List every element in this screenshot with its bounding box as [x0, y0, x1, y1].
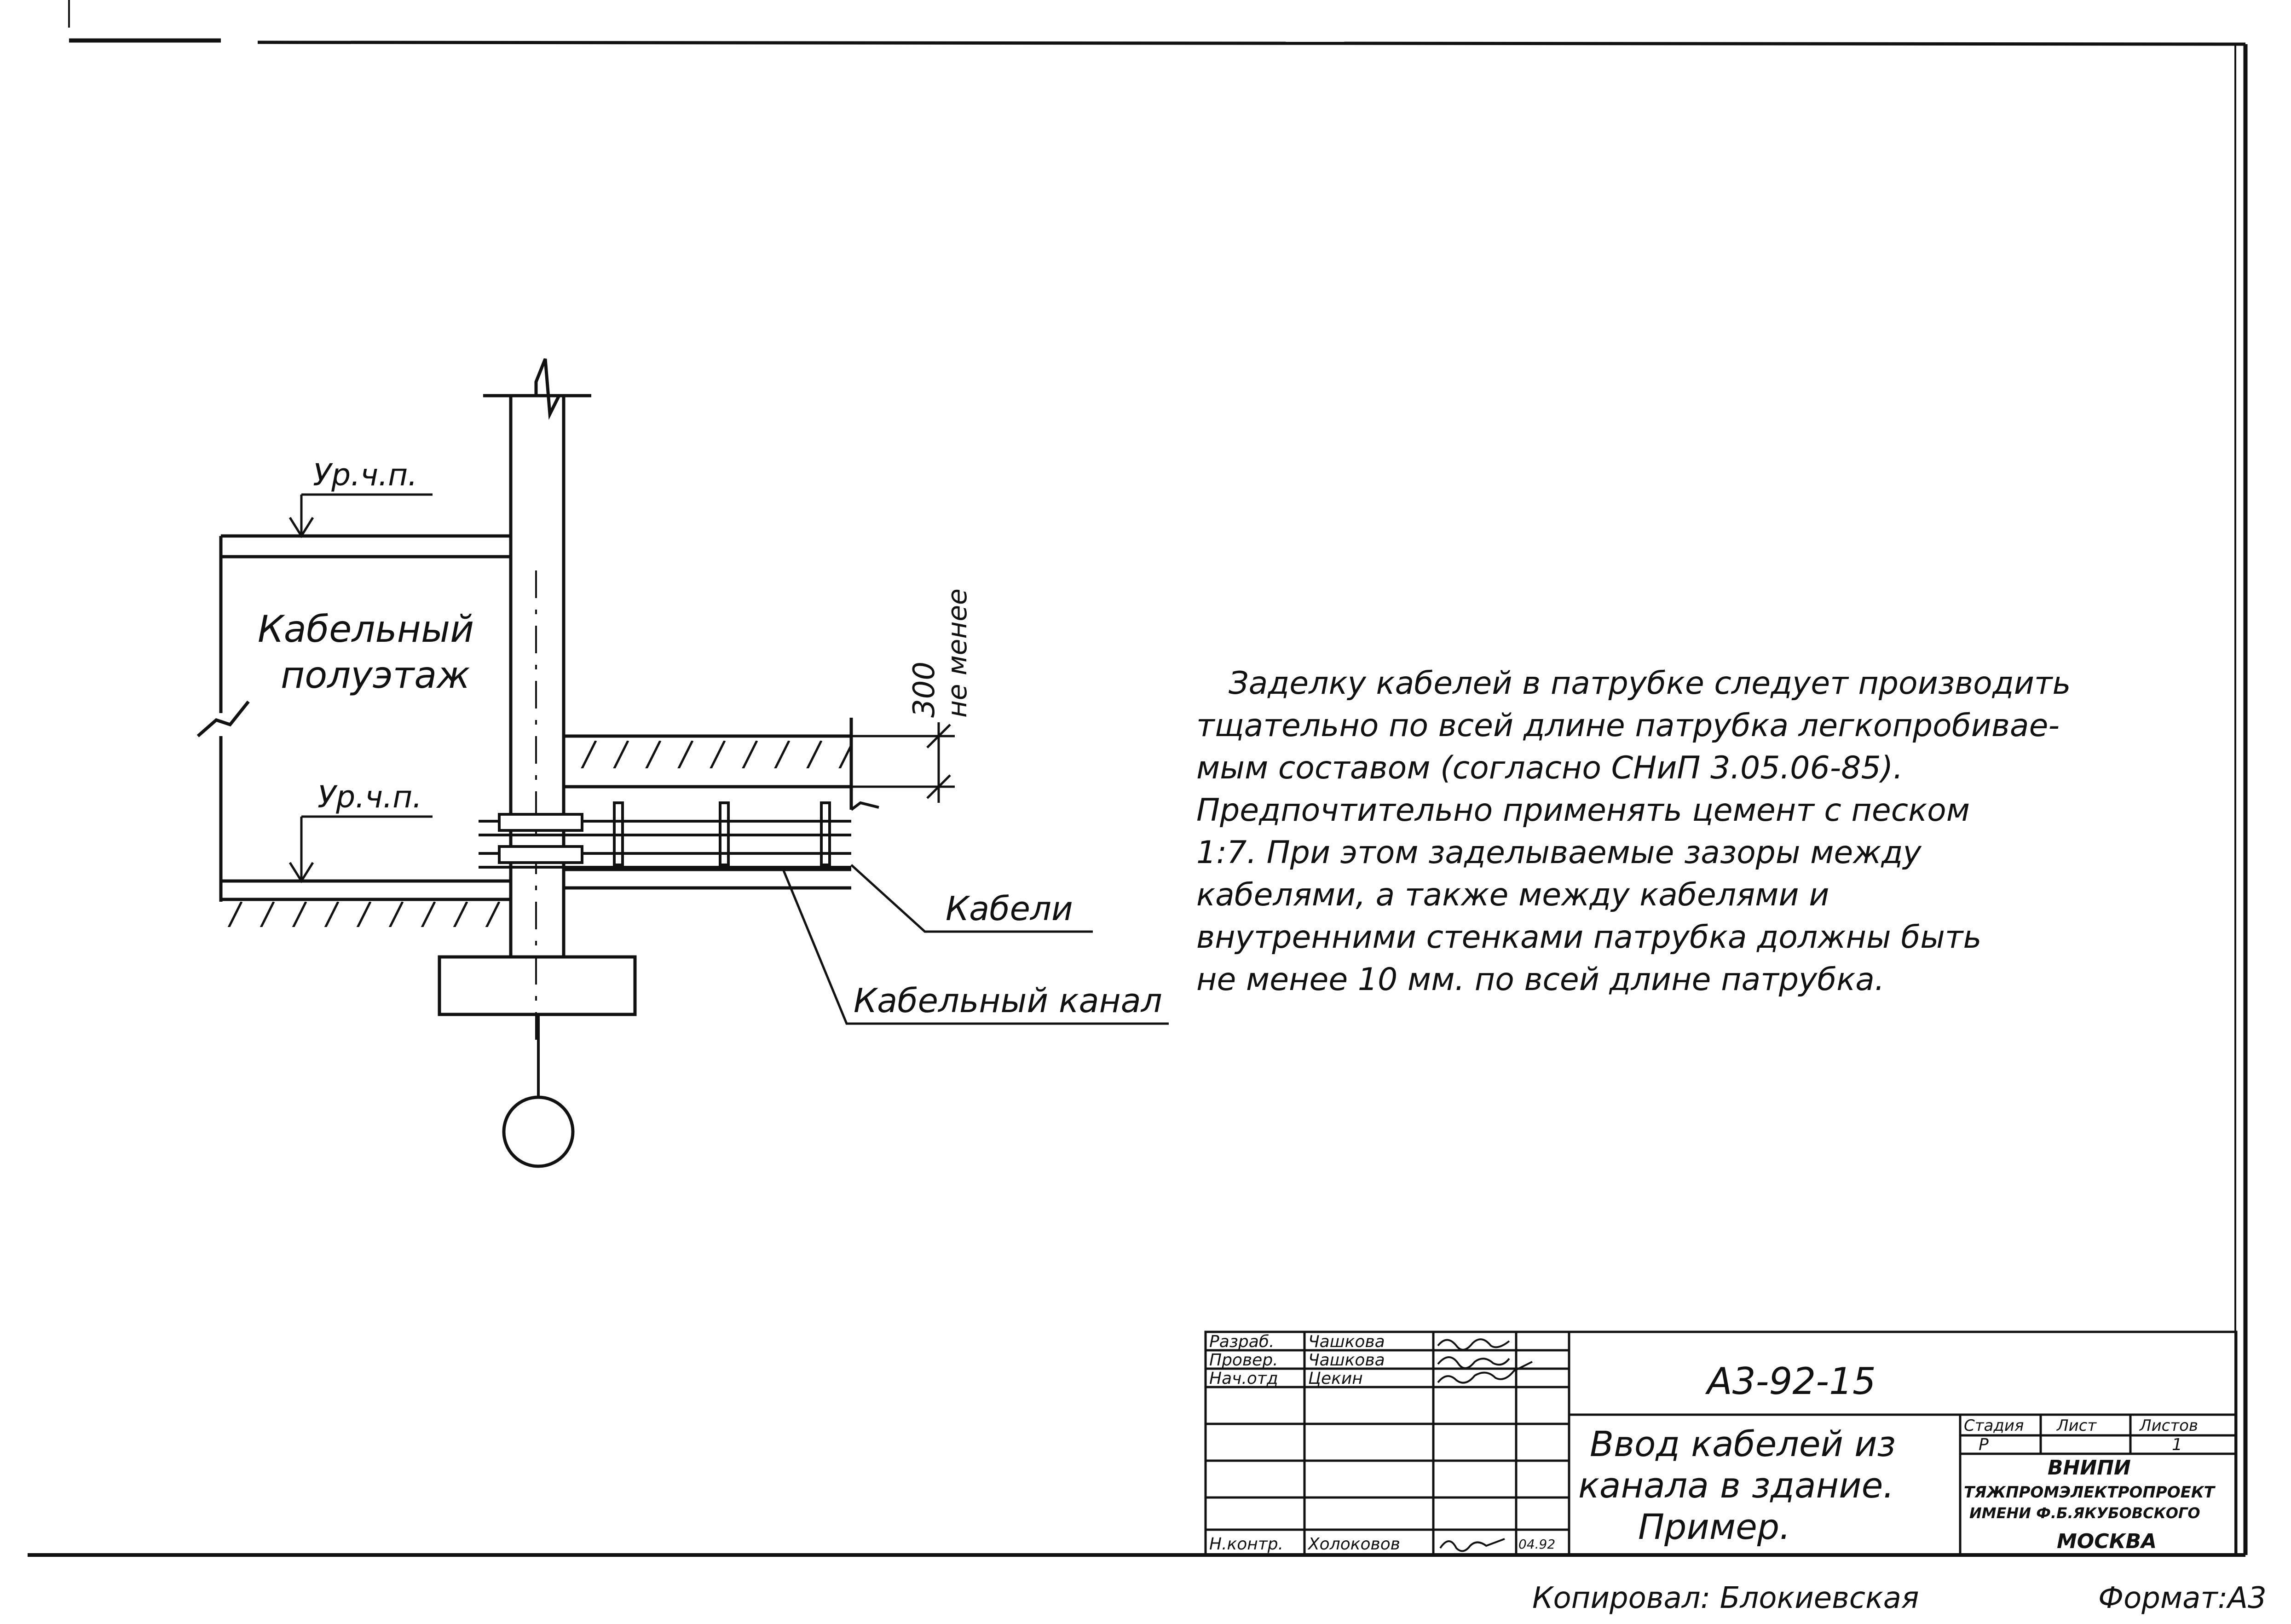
note-line-6: кабелями, а также между кабелями и [1196, 877, 1829, 913]
footer-format: Формат:А3 [2098, 1581, 2267, 1615]
footer-copied: Копировал: Блокиевская [1532, 1581, 1919, 1615]
dimension-note: не менее [941, 588, 973, 718]
tb-role-3: Нач.отд [1209, 1369, 1278, 1388]
tb-date-7: 04.92 [1518, 1537, 1555, 1552]
upper-slab [196, 534, 511, 902]
dimension-value: 300 [907, 662, 941, 718]
tb-name-7: Холоковов [1307, 1535, 1400, 1554]
grounding-electrode [502, 1095, 575, 1168]
cables [479, 801, 879, 869]
cable-channel-label: Кабельный канал [854, 981, 1162, 1020]
tb-org-line4: МОСКВА [2057, 1530, 2157, 1553]
note-line-1: Заделку кабелей в патрубке следует произ… [1229, 665, 2071, 702]
leader-lines [781, 864, 1169, 1025]
tb-title-line1: Ввод кабелей из [1590, 1423, 1896, 1464]
tb-stage-header: Стадия [1964, 1417, 2024, 1435]
note-line-7: внутренними стенками патрубка должны быт… [1196, 919, 1982, 956]
wall-column [483, 358, 591, 1040]
tb-stage-value: Р [1979, 1435, 1989, 1454]
lower-slab [221, 879, 511, 927]
tb-org-line1: ВНИПИ [2048, 1456, 2131, 1480]
tb-name-1: Чашкова [1308, 1332, 1385, 1351]
note-line-3: мым составом (согласно СНиП 3.05.06-85). [1196, 750, 1903, 786]
tb-org-line2: ТЯЖПРОМЭЛЕКТРОПРОЕКТ [1964, 1483, 2216, 1502]
note-line-8: не менее 10 мм. по всей длине патрубка. [1196, 962, 1885, 998]
tb-sheets-header: Листов [2139, 1417, 2198, 1435]
tb-role-1: Разраб. [1209, 1332, 1274, 1351]
tb-name-2: Чашкова [1308, 1351, 1385, 1370]
tb-role-7: Н.контр. [1209, 1535, 1283, 1554]
dimension-300 [851, 722, 955, 803]
tb-sheets-value: 1 [2172, 1435, 2182, 1454]
room-label-line2: полуэтаж [281, 654, 470, 697]
tb-name-3: Цекин [1308, 1369, 1363, 1388]
cable-channel-structure [564, 718, 853, 890]
note-line-5: 1:7. При этом заделываемые зазоры между [1196, 835, 1922, 871]
tb-title-line2: канала в здание. [1578, 1465, 1894, 1506]
level-marker-lower [289, 815, 433, 883]
installation-note: Заделку кабелей в патрубке следует произ… [1196, 662, 2232, 1001]
tb-sheet-header: Лист [2056, 1417, 2097, 1435]
foundation [438, 916, 637, 1016]
tb-title-line3: Пример. [1638, 1506, 1790, 1547]
level-label-upper: Ур.ч.п. [313, 457, 417, 493]
title-block-grid [1204, 1330, 2238, 1556]
note-line-2: тщательно по всей длине патрубка легкопр… [1196, 708, 2060, 744]
level-marker-upper [289, 493, 433, 538]
note-line-4: Предпочтительно применять цемент с песко… [1196, 792, 1970, 829]
tb-designation: А3-92-15 [1705, 1360, 1876, 1403]
room-label-line1: Кабельный [258, 608, 474, 651]
tb-org-line3: ИМЕНИ Ф.Б.ЯКУБОВСКОГО [1969, 1504, 2200, 1522]
level-label-lower: Ур.ч.п. [317, 779, 422, 815]
signatures [1437, 1338, 1533, 1552]
tb-role-2: Провер. [1209, 1351, 1278, 1370]
cables-label: Кабели [946, 889, 1073, 928]
